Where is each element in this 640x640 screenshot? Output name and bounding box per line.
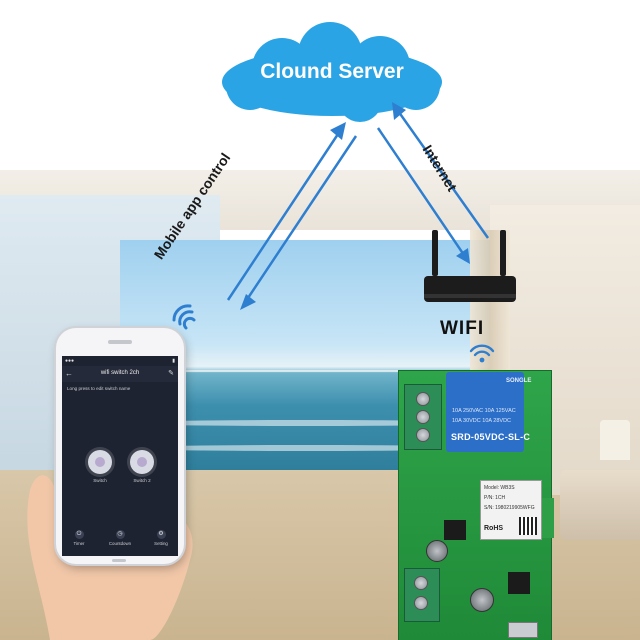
tab-setting-label: Setting <box>154 541 168 546</box>
wifi-signal-icon <box>469 344 495 363</box>
tab-timer-label: Timer <box>73 541 85 546</box>
arrow-to-phone <box>242 135 358 305</box>
status-bar: ●●● ▮ <box>62 356 178 366</box>
relay-rating-1: 10A 250VAC 10A 125VAC <box>452 408 516 414</box>
wifi-module: Model: WB3S P/N: 1CH S/N: 1980219905WFG … <box>480 480 542 540</box>
phone-speaker <box>108 340 132 344</box>
push-button <box>508 572 530 594</box>
power-icon: ⏻ <box>74 530 84 539</box>
relay <box>446 372 524 452</box>
qr-code <box>519 517 537 535</box>
back-arrow-icon[interactable]: ← <box>65 369 73 378</box>
tab-setting[interactable]: ⚙ Setting <box>146 530 176 546</box>
cloud-icon <box>222 22 442 122</box>
sea-wave <box>120 445 490 451</box>
board-antenna <box>540 498 554 538</box>
ic-chip <box>444 520 466 540</box>
router-antennas <box>432 230 506 276</box>
tab-countdown-label: Countdown <box>108 541 132 546</box>
app-hint-text: Long press to edit switch name <box>67 386 131 391</box>
edit-icon[interactable]: ✎ <box>168 370 174 377</box>
module-pn: P/N: 1CH <box>484 495 506 501</box>
wifi-signal-icon <box>172 304 196 330</box>
router-icon <box>424 276 516 302</box>
sofa <box>560 470 640 540</box>
phone-screen: ●●● ▮ ← wifi switch 2ch ✎ Long press to … <box>62 356 178 556</box>
wifi-label: WIFI <box>440 318 485 339</box>
switch-1-label: Switch <box>93 478 107 483</box>
switch-1-button[interactable] <box>88 450 112 474</box>
rohs-mark: RoHS <box>484 525 504 532</box>
switch-2-label: Switch 2 <box>133 478 151 483</box>
settings-icon: ⚙ <box>156 530 166 539</box>
micro-usb-port <box>508 622 538 638</box>
capacitor <box>426 540 448 562</box>
arrow-to-cloud <box>226 127 344 301</box>
tab-timer[interactable]: ⏻ Timer <box>64 530 94 546</box>
screw-terminal <box>414 596 428 610</box>
switch-2-button[interactable] <box>130 450 154 474</box>
relay-model: SRD-05VDC-SL-C <box>451 432 531 442</box>
cloud-server-label: Clound Server <box>260 60 404 83</box>
relay-brand: SONGLE <box>506 378 532 384</box>
app-title: wifi switch 2ch <box>100 370 140 376</box>
module-model: Model: WB3S <box>484 485 515 491</box>
app-header: ← wifi switch 2ch ✎ <box>62 366 178 382</box>
module-sn: S/N: 1980219905WFG <box>484 505 535 511</box>
smartphone: ●●● ▮ ← wifi switch 2ch ✎ Long press to … <box>56 328 184 564</box>
home-button[interactable] <box>112 559 126 562</box>
relay-rating-2: 10A 30VDC 10A 28VDC <box>452 418 512 424</box>
arrow-to-cloud-2 <box>394 107 490 239</box>
lamp <box>600 420 630 460</box>
screw-terminal <box>414 576 428 590</box>
signal-icon: ●●● <box>65 358 75 364</box>
sea-horizon <box>120 370 490 372</box>
screw-terminal <box>416 392 430 406</box>
clock-icon: ◷ <box>115 530 125 539</box>
arrow-to-router <box>376 127 468 259</box>
screw-terminal <box>416 428 430 442</box>
capacitor <box>470 588 494 612</box>
sea-wave <box>120 420 490 426</box>
battery-icon: ▮ <box>172 358 175 364</box>
screw-terminal <box>416 410 430 424</box>
tab-countdown[interactable]: ◷ Countdown <box>105 530 135 546</box>
